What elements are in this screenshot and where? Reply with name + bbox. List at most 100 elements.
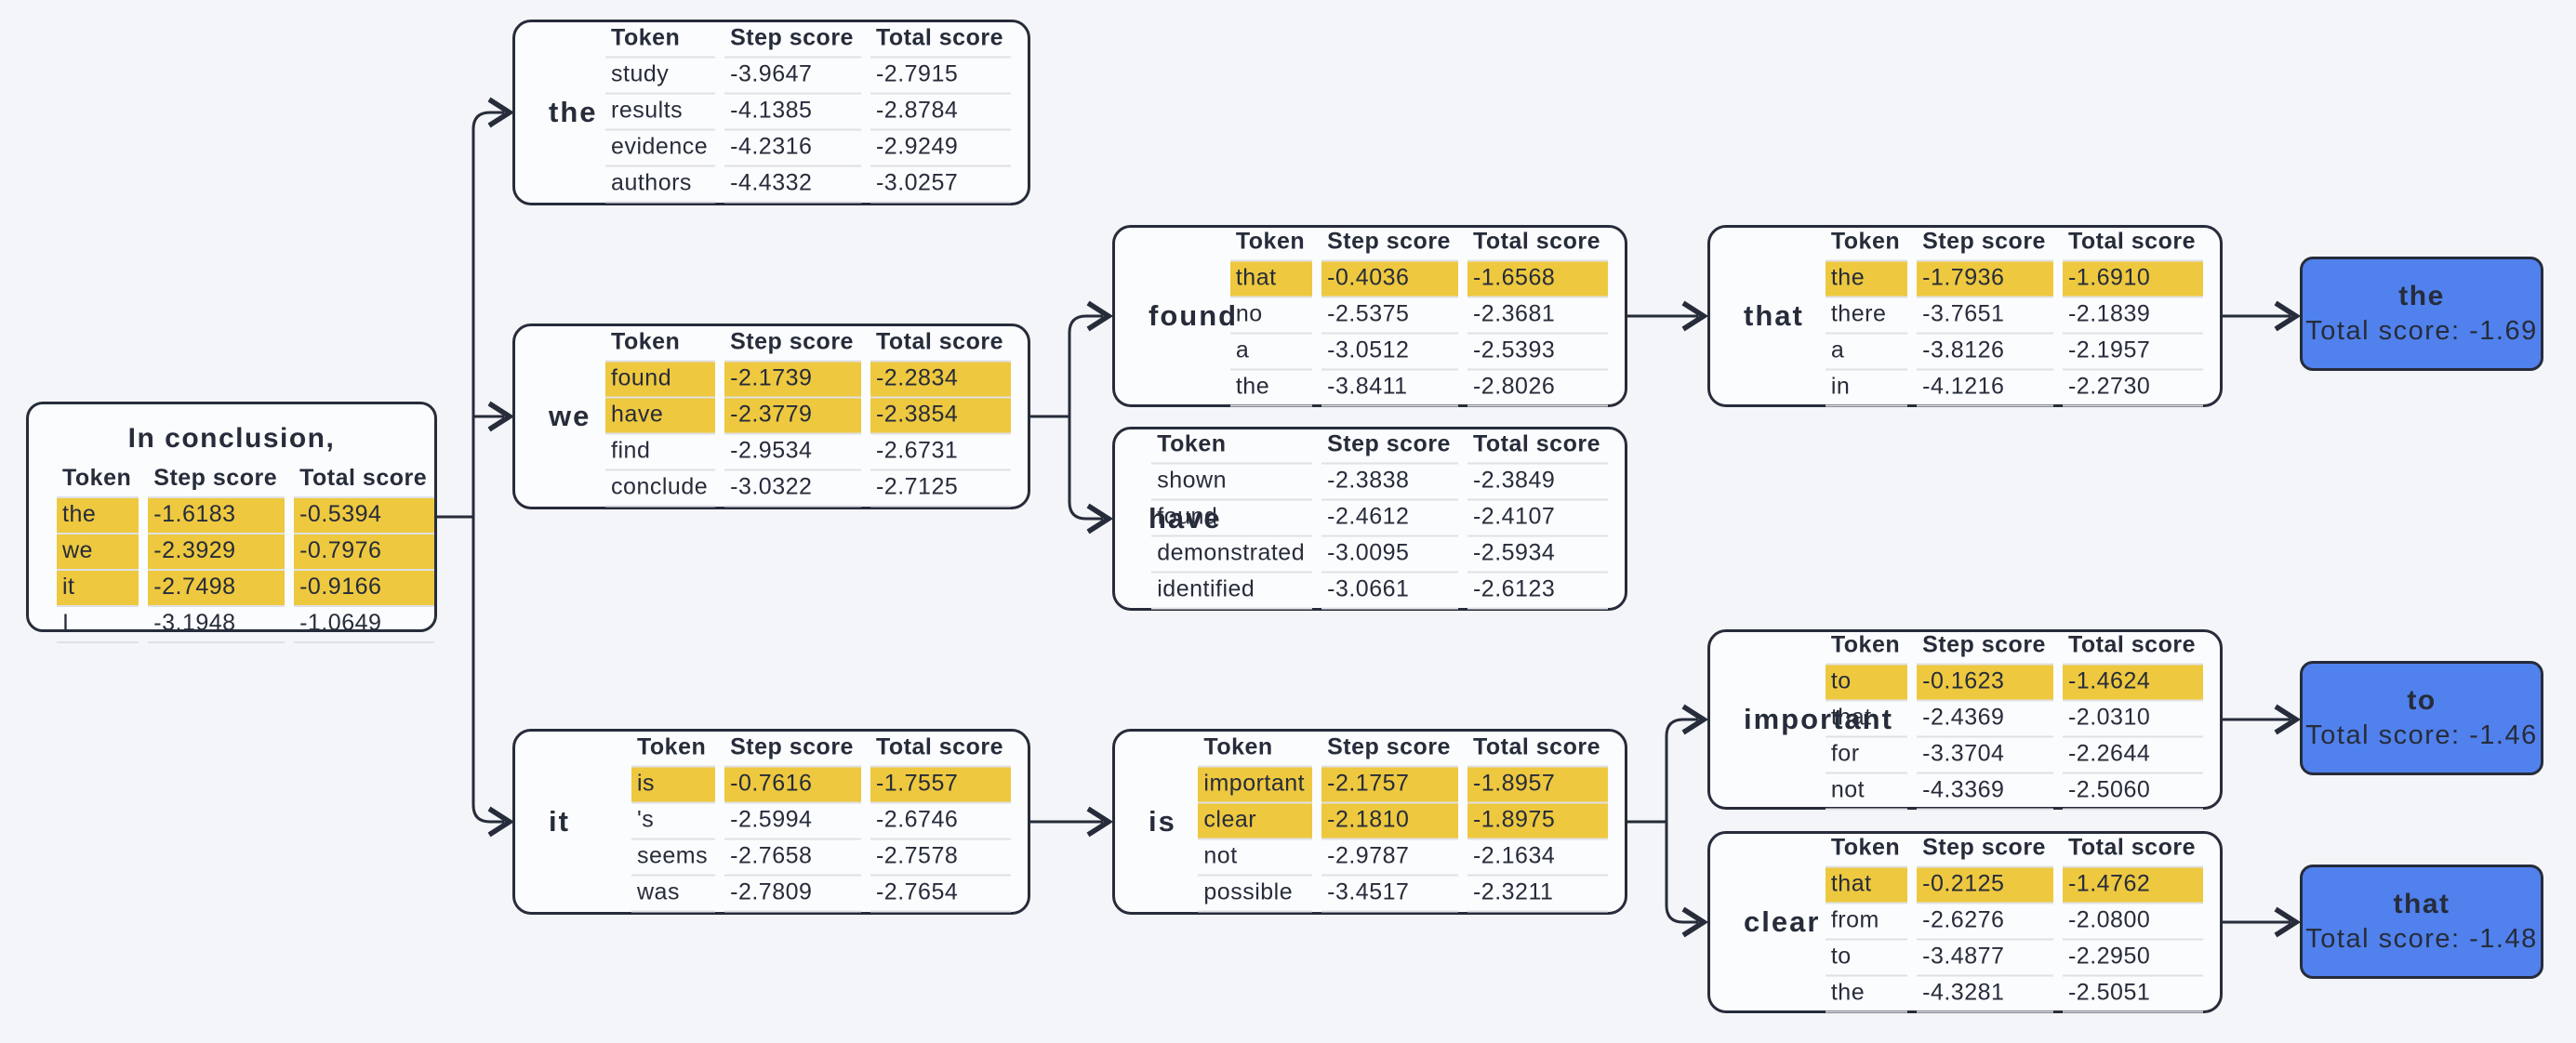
total-cell: -2.5393: [1467, 335, 1608, 371]
total-cell: -2.6731: [870, 435, 1011, 471]
token-cell: is: [631, 767, 716, 804]
table-row: I -3.1948 -1.0649: [57, 607, 435, 643]
table-row: no -2.5375 -2.3681: [1229, 298, 1608, 335]
col-step-score: Step score: [724, 326, 861, 363]
total-cell: -2.7125: [870, 471, 1011, 508]
step-cell: -2.6276: [1917, 904, 2053, 941]
col-total-score: Total score: [870, 326, 1011, 363]
token-cell: authors: [605, 167, 716, 204]
step-cell: -2.7658: [724, 840, 861, 877]
token-cell: identified: [1151, 574, 1313, 610]
total-cell: -2.8026: [1467, 371, 1608, 407]
table-row: the -3.8411 -2.8026: [1229, 371, 1608, 407]
total-cell: -2.2730: [2062, 371, 2203, 407]
total-cell: -1.4762: [2062, 867, 2203, 904]
total-cell: -0.7976: [294, 535, 435, 571]
arrowhead-icon: [2274, 300, 2302, 332]
step-cell: -3.0095: [1321, 537, 1458, 574]
arrowhead-icon: [1086, 503, 1114, 535]
token-table: Token Step score Total score found -2.17…: [596, 326, 1020, 508]
col-step-score: Step score: [1321, 732, 1458, 768]
node-clear: clear Token Step score Total score that …: [1707, 831, 2223, 1013]
step-cell: -3.0512: [1321, 335, 1458, 371]
token-cell: conclude: [605, 471, 716, 508]
total-cell: -1.4624: [2062, 665, 2203, 702]
token-table: Token Step score Total score to -0.1623 …: [1816, 629, 2212, 811]
token-cell: was: [631, 877, 716, 913]
node-label-important: important: [1744, 703, 1893, 735]
leaf-token: the: [2398, 281, 2445, 312]
table-row: possible -3.4517 -2.3211: [1198, 877, 1608, 913]
token-cell: study: [605, 59, 716, 95]
total-cell: -2.1634: [1467, 840, 1608, 877]
col-total-score: Total score: [1467, 429, 1608, 465]
table-row: that -2.4369 -2.0310: [1825, 702, 2203, 738]
token-cell: from: [1825, 904, 1908, 941]
table-row: have -2.3779 -2.3854: [605, 398, 1011, 435]
node-label-found: found: [1149, 299, 1239, 332]
token-cell: shown: [1151, 465, 1313, 501]
final-leaf-that: that Total score: -1.48: [2300, 865, 2543, 979]
col-token: Token: [1198, 732, 1313, 768]
token-table: Token Step score Total score is -0.7616 …: [622, 732, 1020, 913]
node-label-that: that: [1744, 299, 1804, 332]
step-cell: -0.1623: [1917, 665, 2053, 702]
table-row: in -4.1216 -2.2730: [1825, 371, 2203, 407]
total-cell: -2.2834: [870, 362, 1011, 399]
node-label-we: we: [549, 400, 591, 432]
total-cell: -1.6568: [1467, 261, 1608, 298]
token-cell: there: [1825, 298, 1908, 335]
total-cell: -2.7578: [870, 840, 1011, 877]
total-cell: -2.9249: [870, 131, 1011, 167]
connector-line: [1665, 822, 1698, 924]
table-row: not -4.3369 -2.5060: [1825, 774, 2203, 811]
table-header-row: Token Step score Total score: [1198, 732, 1608, 768]
total-cell: -2.0310: [2062, 702, 2203, 738]
node-we: we Token Step score Total score found -2…: [512, 323, 1030, 509]
arrowhead-icon: [487, 97, 515, 128]
step-cell: -3.3704: [1917, 738, 2053, 774]
col-total-score: Total score: [870, 22, 1011, 59]
token-cell: found: [605, 362, 716, 399]
table-row: was -2.7809 -2.7654: [631, 877, 1011, 913]
col-total-score: Total score: [870, 732, 1011, 768]
token-cell: results: [605, 95, 716, 131]
step-cell: -1.6183: [148, 498, 285, 535]
total-cell: -2.6746: [870, 804, 1011, 840]
token-table-wrap: Token Step score Total score the -1.7936…: [1816, 226, 2212, 407]
connector-line: [471, 111, 504, 517]
token-cell: that: [1825, 867, 1908, 904]
step-cell: -2.9787: [1321, 840, 1458, 877]
step-cell: -3.8411: [1321, 371, 1458, 407]
token-cell: seems: [631, 840, 716, 877]
col-total-score: Total score: [2062, 629, 2203, 666]
token-table: Token Step score Total score the -1.6183…: [47, 462, 444, 643]
table-header-row: Token Step score Total score: [605, 22, 1011, 59]
token-cell: a: [1229, 335, 1313, 371]
table-row: from -2.6276 -2.0800: [1825, 904, 2203, 941]
table-row: to -0.1623 -1.4624: [1825, 665, 2203, 702]
table-row: for -3.3704 -2.2644: [1825, 738, 2203, 774]
table-row: found -2.1739 -2.2834: [605, 362, 1011, 399]
col-token: Token: [631, 732, 716, 768]
token-cell: no: [1229, 298, 1313, 335]
token-table-wrap: Token Step score Total score that -0.403…: [1221, 226, 1617, 407]
total-cell: -2.2644: [2062, 738, 2203, 774]
total-cell: -2.5060: [2062, 774, 2203, 811]
col-total-score: Total score: [2062, 832, 2203, 868]
step-cell: -2.3779: [724, 398, 861, 435]
token-cell: not: [1825, 774, 1908, 811]
token-cell: that: [1825, 702, 1908, 738]
total-cell: -3.0257: [870, 167, 1011, 204]
step-cell: -2.1739: [724, 362, 861, 399]
arrowhead-icon: [1086, 806, 1114, 838]
table-row: there -3.7651 -2.1839: [1825, 298, 2203, 335]
table-row: that -0.4036 -1.6568: [1229, 261, 1608, 298]
table-row: identified -3.0661 -2.6123: [1151, 574, 1608, 610]
token-cell: clear: [1198, 803, 1313, 840]
token-cell: to: [1825, 665, 1908, 702]
node-important: important Token Step score Total score t…: [1707, 629, 2223, 811]
token-cell: that: [1229, 261, 1313, 298]
table-row: we -2.3929 -0.7976: [57, 535, 435, 571]
